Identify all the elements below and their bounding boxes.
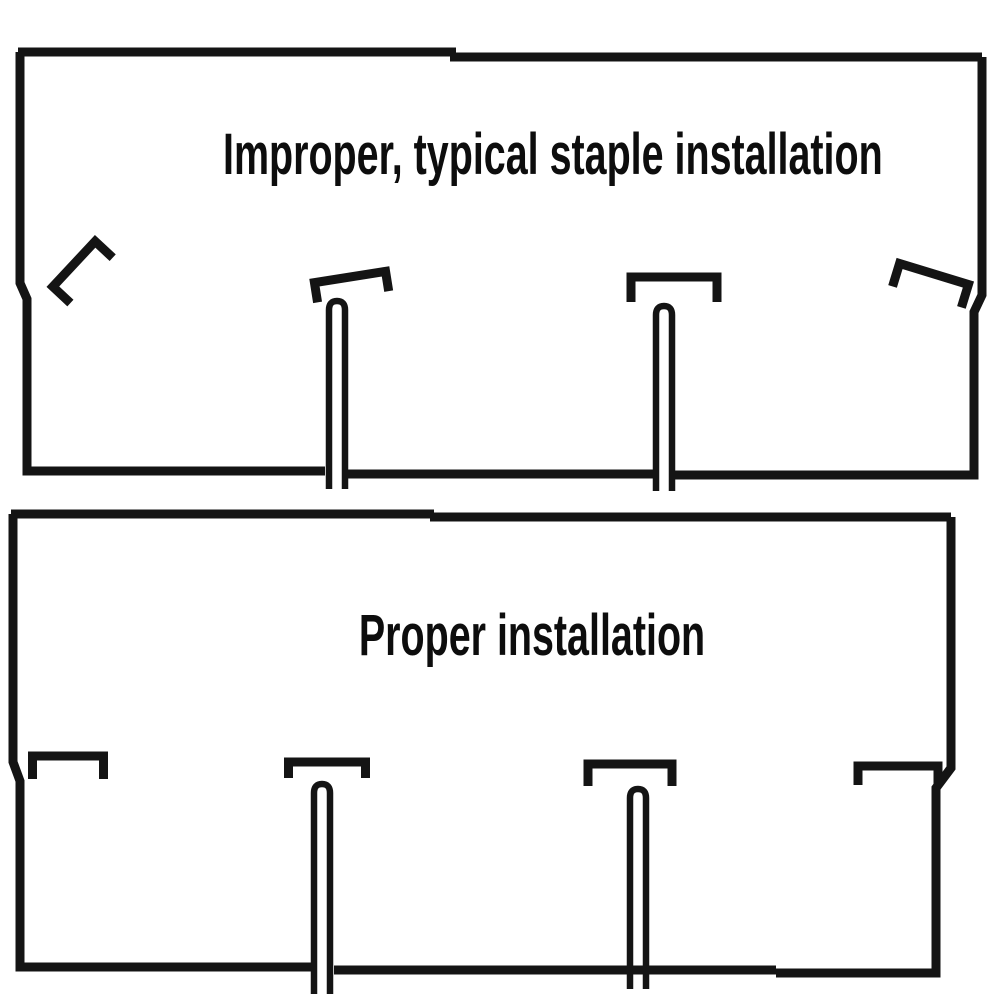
proper-shingle-drawing	[8, 509, 956, 994]
staple-mark	[28, 751, 108, 779]
staple-mark	[583, 759, 677, 786]
keyway-slot	[325, 297, 349, 489]
proper-shingle-outline	[776, 517, 956, 978]
proper-caption: Proper installation	[358, 603, 706, 668]
staple-mark	[853, 761, 943, 785]
keyway-slot	[626, 785, 650, 989]
staple-mark	[626, 272, 722, 302]
staple-mark	[284, 757, 370, 778]
keyway-slot	[652, 302, 676, 491]
improper-shingle-drawing	[15, 47, 987, 491]
improper-caption: Improper, typical staple installation	[223, 122, 883, 187]
keyway-slot	[310, 780, 334, 994]
proper-shingle-outline	[8, 514, 312, 972]
improper-shingle-outline	[672, 57, 987, 480]
staple-mark	[46, 234, 116, 307]
staple-mark	[888, 257, 975, 309]
improper-shingle-outline	[15, 52, 325, 476]
staple-mark	[309, 266, 394, 304]
